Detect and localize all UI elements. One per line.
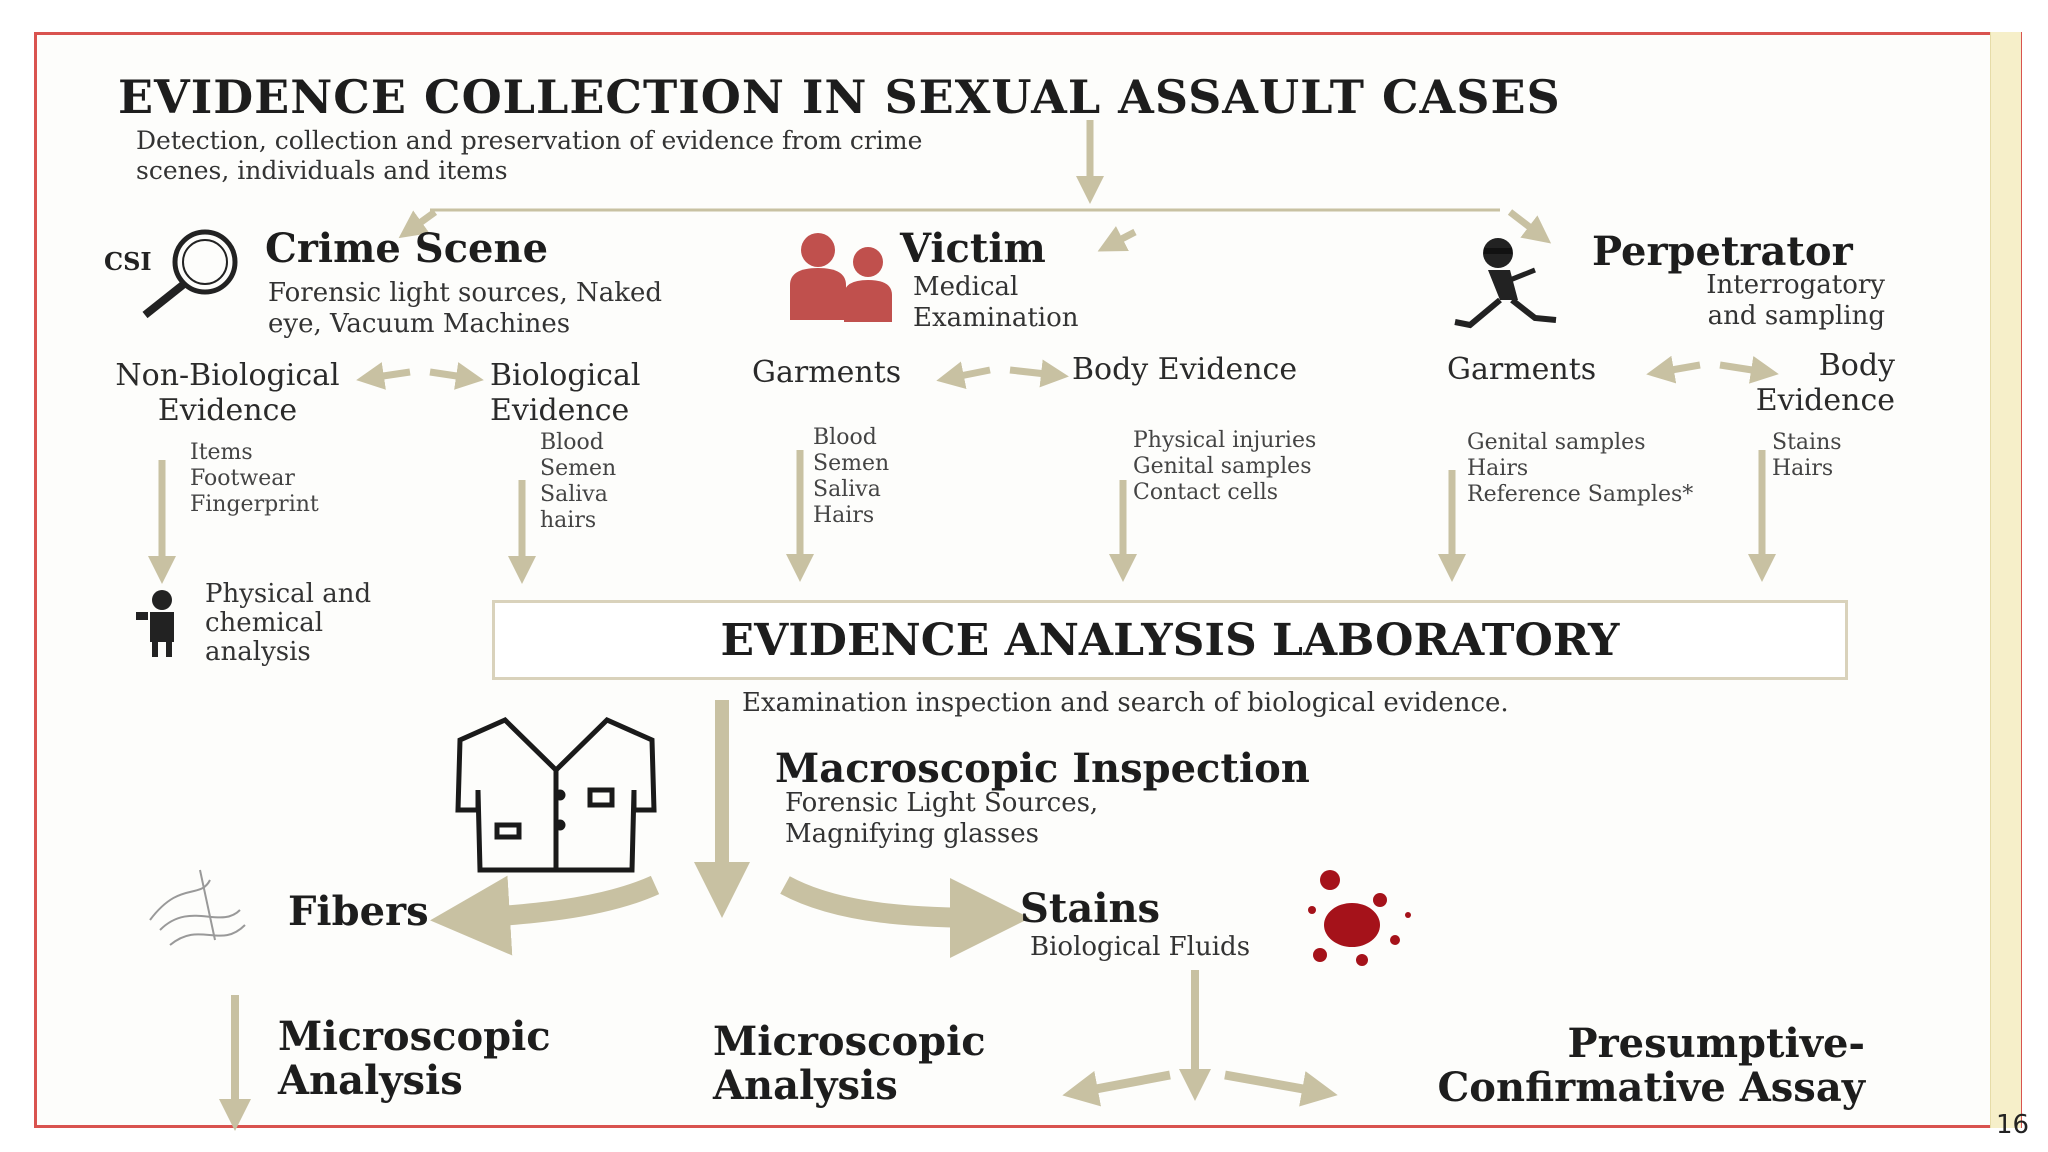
crime-scene-desc: Forensic light sources, Naked eye, Vacuu…: [268, 278, 663, 339]
fibers-microscopic-analysis: Microscopic Analysis: [278, 1013, 551, 1104]
lab-title: EVIDENCE ANALYSIS LABORATORY: [720, 615, 1620, 666]
perpetrator-garments-label: Garments: [1447, 352, 1597, 387]
arrow-to-crime-scene: [398, 209, 438, 239]
arrow-to-micro: [1062, 1070, 1171, 1107]
arrow-to-victim-body: [1009, 359, 1069, 388]
arrow-to-victim-garments: [936, 361, 991, 389]
arrow-to-perp-garments: [1646, 355, 1701, 384]
lab-desc: Examination inspection and search of bio…: [742, 688, 1509, 718]
stains-desc: Biological Fluids: [1030, 932, 1251, 962]
non-bio-items: Items Footwear Fingerprint: [190, 440, 319, 517]
perpetrator-desc: Interrogatory and sampling: [1706, 270, 1885, 331]
victim-body-evidence-label: Body Evidence: [1072, 352, 1298, 387]
lab-coat-icon: [455, 717, 657, 873]
arrow-to-perpetrator: [1507, 209, 1552, 244]
stains-microscopic-analysis: Microscopic Analysis: [713, 1018, 986, 1109]
magnifier-icon: [142, 229, 238, 319]
side-strip: [1990, 32, 2021, 1128]
page-number: 16: [1996, 1110, 2030, 1140]
perpetrator-garment-items: Genital samples Hairs Reference Samples*: [1467, 430, 1694, 507]
arrow-to-assay: [1224, 1070, 1338, 1107]
scientist-icon: [136, 590, 174, 657]
arrow-to-stains: [780, 876, 1030, 958]
victim-body-items: Physical injuries Genital samples Contac…: [1133, 428, 1317, 505]
evidence-analysis-laboratory-box: EVIDENCE ANALYSIS LABORATORY: [492, 600, 1848, 680]
victim-heading: Victim: [900, 225, 1046, 272]
fiber-icon: [149, 869, 246, 946]
perpetrator-body-evidence-label: Body Evidence: [1755, 348, 1895, 419]
perpetrator-body-items: Stains Hairs: [1772, 430, 1842, 481]
thief-icon: [1454, 238, 1557, 329]
perpetrator-heading: Perpetrator: [1592, 228, 1853, 275]
physical-chemical-analysis: Physical and chemical analysis: [205, 579, 372, 668]
doctor-patient-icon: [790, 233, 892, 322]
bio-evidence-label: Biological Evidence: [490, 358, 641, 429]
bio-items: Blood Semen Saliva hairs: [540, 430, 617, 533]
victim-desc: Medical Examination: [913, 272, 1079, 333]
crime-scene-heading: Crime Scene: [265, 225, 549, 272]
victim-garment-items: Blood Semen Saliva Hairs: [813, 425, 890, 528]
stains-heading: Stains: [1020, 885, 1161, 932]
arrow-to-fibers: [430, 875, 660, 956]
arrow-to-victim: [1097, 226, 1137, 252]
page-title: EVIDENCE COLLECTION IN SEXUAL ASSAULT CA…: [118, 70, 1561, 124]
arrow-to-perp-body: [1719, 356, 1779, 384]
blood-stain-icon: [1308, 870, 1411, 966]
csi-label: CSI: [104, 247, 152, 276]
macroscopic-heading: Macroscopic Inspection: [775, 745, 1310, 792]
page-subtitle: Detection, collection and preservation o…: [136, 126, 923, 185]
arrow-to-non-bio: [356, 362, 411, 390]
arrow-to-bio: [429, 362, 484, 390]
macroscopic-desc: Forensic Light Sources, Magnifying glass…: [785, 788, 1099, 849]
victim-garments-label: Garments: [752, 355, 902, 390]
non-bio-evidence-label: Non-Biological Evidence: [115, 358, 340, 429]
fibers-heading: Fibers: [288, 888, 429, 935]
presumptive-confirmative-assay: Presumptive- Confirmative Assay: [1437, 1020, 1865, 1111]
